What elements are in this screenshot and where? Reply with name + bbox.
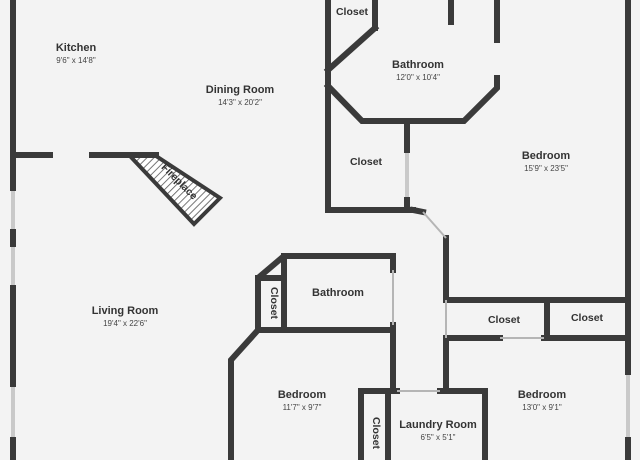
bedroom-main-label: Bedroom — [522, 150, 571, 162]
closet-mid-label: Closet — [350, 156, 383, 168]
closet-right-b-label: Closet — [571, 312, 604, 324]
laundry-label: Laundry Room — [399, 419, 477, 431]
dining-label: Dining Room — [206, 84, 275, 96]
fireplace: Fireplace — [125, 154, 224, 227]
bath-mid-label: Bathroom — [312, 287, 364, 299]
closet-top-label: Closet — [336, 6, 369, 18]
dining-dim: 14'3" x 20'2" — [218, 98, 262, 107]
closet-laundry-vertical-label: Closet — [370, 417, 382, 450]
laundry-dim: 6'5" x 5'1" — [421, 433, 456, 442]
living-label: Living Room — [92, 305, 159, 317]
windows — [11, 150, 630, 440]
living-dim: 19'4" x 22'6" — [103, 319, 147, 328]
door-bedroom-main — [422, 211, 447, 239]
bedroom-left-dim: 11'7" x 9'7" — [283, 403, 322, 412]
door-openings — [392, 211, 544, 392]
bath-top-label: Bathroom — [392, 59, 444, 71]
kitchen-label: Kitchen — [56, 42, 97, 54]
bedroom-left-label: Bedroom — [278, 389, 327, 401]
closet-right-a-label: Closet — [488, 314, 521, 326]
closet-labels: Closet Closet Closet Closet Closet Close… — [268, 6, 604, 450]
walls — [10, 0, 631, 460]
bedroom-right-dim: 13'0" x 9'1" — [522, 403, 562, 412]
closet-left-vertical-label: Closet — [268, 287, 280, 320]
bedroom-right-label: Bedroom — [518, 389, 567, 401]
bedroom-main-dim: 15'9" x 23'5" — [524, 164, 568, 173]
bath-top-dim: 12'0" x 10'4" — [396, 73, 440, 82]
kitchen-dim: 9'6" x 14'8" — [56, 56, 96, 65]
room-labels: Kitchen 9'6" x 14'8" Dining Room 14'3" x… — [56, 42, 571, 442]
